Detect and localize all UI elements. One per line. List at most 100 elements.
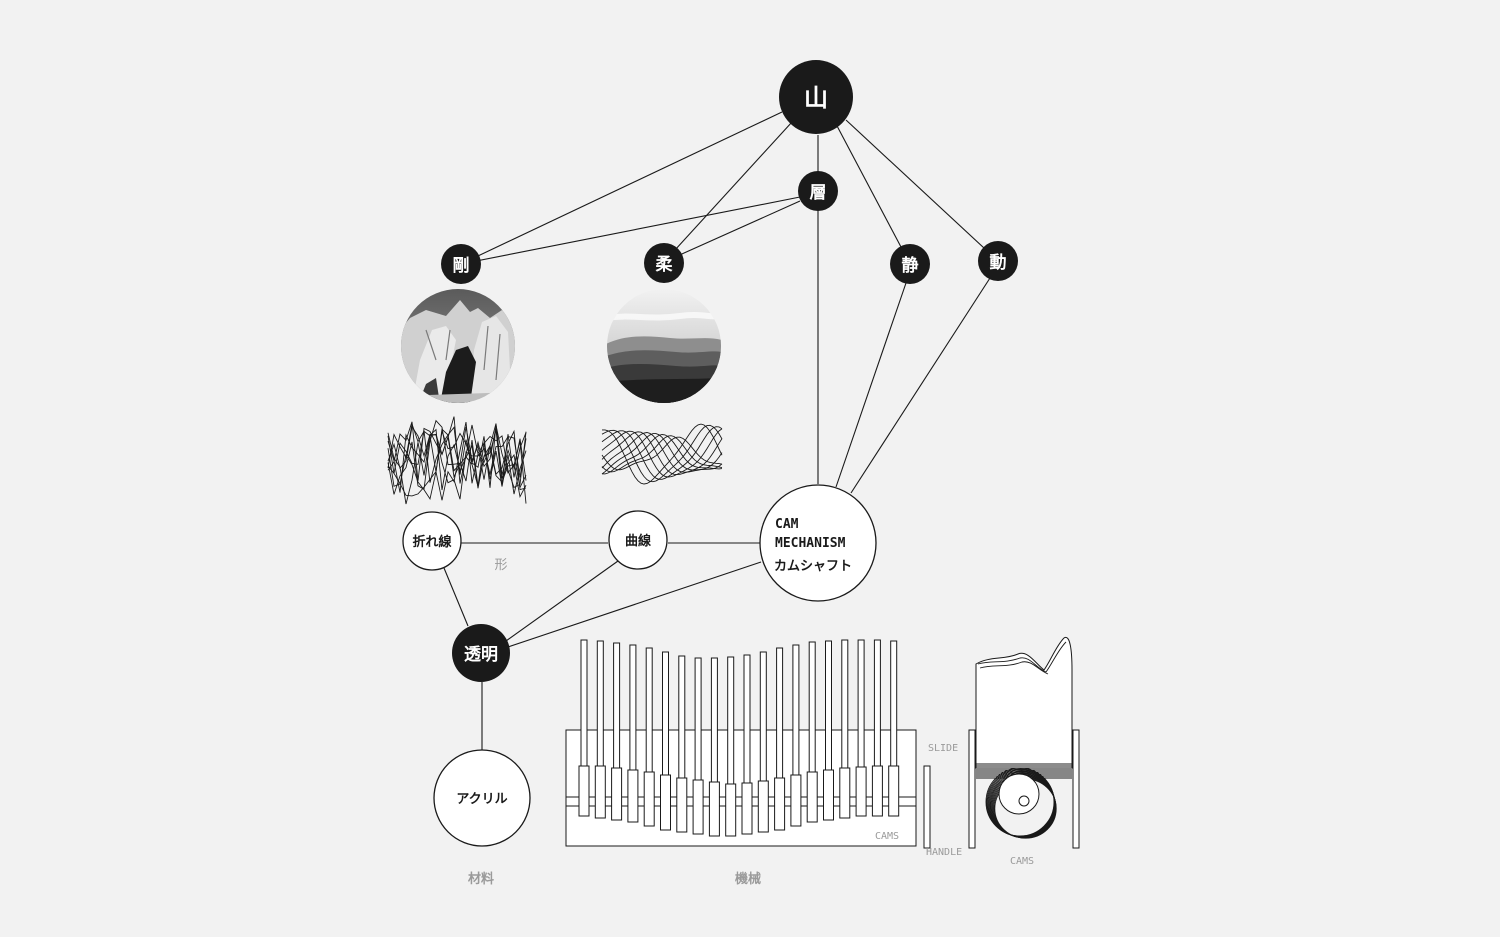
node-cam-mechanism: CAM MECHANISM カムシャフト (759, 484, 877, 602)
node-polyline: 折れ線 (402, 511, 462, 571)
edge-mountain-soft (663, 121, 793, 263)
front-cam (839, 767, 851, 819)
edge-mountain-rigid (460, 111, 783, 265)
curve-wave (601, 435, 723, 473)
edge-cam-transparent (507, 561, 762, 648)
polyline-wave (387, 425, 527, 504)
cam-mechanism-front-view (565, 639, 931, 849)
edge-mountain-moving (845, 119, 999, 262)
edge-still-cam (835, 282, 907, 488)
edge-mountain-still (835, 123, 911, 265)
front-cam (741, 782, 753, 835)
side-cams (985, 767, 1057, 839)
curve-wave (601, 431, 723, 476)
node-moving-label: 動 (990, 252, 1007, 273)
slide-rod (613, 642, 621, 769)
edge-moving-cam (850, 277, 991, 494)
slide-rod (825, 640, 832, 771)
section-label-material: 材料 (468, 871, 494, 887)
curve-wave (601, 428, 723, 478)
slide-rod (645, 647, 653, 773)
front-cam (660, 774, 671, 831)
front-cam (871, 765, 883, 817)
slide-rod (890, 640, 898, 767)
node-mountain: 山 (779, 60, 853, 134)
side-frame-right (1072, 729, 1080, 849)
front-cam (823, 769, 834, 821)
polyline-wave (387, 425, 527, 500)
slide-rod (857, 639, 865, 768)
node-acrylic-label: アクリル (456, 792, 507, 807)
slide-rod (727, 656, 735, 785)
edge-layer-soft (663, 200, 801, 263)
node-layer: 層 (798, 171, 838, 211)
slide-rod (776, 647, 784, 779)
node-cam-en-line1: CAM (775, 517, 799, 532)
curve-wave (601, 424, 723, 483)
front-cam (888, 765, 900, 817)
handle-bar (923, 765, 931, 849)
node-acrylic: アクリル (433, 749, 531, 847)
slide-rod (873, 639, 881, 767)
edges (443, 111, 999, 750)
front-cam (594, 765, 606, 819)
side-frame-left (968, 729, 976, 849)
front-cam (643, 771, 655, 827)
front-cam (806, 771, 818, 823)
label-slide: SLIDE (928, 743, 958, 754)
node-curve: 曲線 (608, 510, 668, 570)
node-transparent: 透明 (452, 624, 510, 682)
polyline-wave (387, 416, 527, 505)
node-transparent-label: 透明 (464, 644, 498, 665)
front-cam (627, 769, 639, 823)
soft-ridges-photo (607, 289, 721, 403)
front-cam (692, 779, 704, 835)
curve-wave (601, 436, 723, 471)
node-soft: 柔 (644, 243, 684, 283)
curve-wave-sketch (601, 423, 723, 485)
cam-mechanism-side-view (968, 636, 1080, 849)
front-cam (855, 766, 867, 817)
edge-layer-rigid (460, 196, 801, 265)
front-cam (774, 777, 786, 831)
front-cam (790, 774, 802, 827)
rigid-rock-photo (401, 289, 515, 403)
slide-rod (743, 654, 751, 784)
node-layer-label: 層 (810, 183, 827, 203)
cam-axle (1018, 795, 1030, 807)
section-label-shape: 形 (494, 558, 507, 573)
node-mountain-label: 山 (804, 84, 828, 112)
node-rigid-label: 剛 (453, 256, 470, 276)
cam-hub (998, 773, 1040, 815)
node-cam-jp: カムシャフト (774, 559, 852, 574)
slide-rod (841, 639, 849, 769)
polyline-wave (387, 421, 527, 489)
section-label-machine: 機械 (735, 871, 761, 887)
slide-rod (710, 657, 718, 783)
slide-rod (580, 639, 588, 767)
front-cam (757, 780, 769, 833)
front-cam (578, 765, 590, 817)
front-cam (611, 767, 623, 821)
slide-rod (596, 640, 604, 767)
edge-polyline-transparent (443, 567, 469, 627)
polyline-wave-sketch (387, 416, 527, 505)
front-cam (725, 783, 737, 837)
node-soft-label: 柔 (656, 255, 674, 275)
curve-wave (601, 426, 723, 480)
node-rigid: 剛 (441, 244, 481, 284)
slide-block (975, 636, 1073, 769)
node-polyline-label: 折れ線 (412, 534, 452, 550)
node-still: 静 (890, 244, 930, 284)
curve-wave (601, 434, 723, 475)
slide-rod (792, 644, 800, 776)
slide-rod (808, 641, 816, 773)
front-cam (676, 777, 688, 833)
label-cams-front: CAMS (875, 831, 899, 842)
node-curve-label: 曲線 (625, 533, 652, 549)
node-moving: 動 (978, 241, 1018, 281)
curve-wave (602, 423, 723, 485)
label-cams-side: CAMS (1010, 856, 1034, 867)
slide-rod (662, 651, 669, 776)
